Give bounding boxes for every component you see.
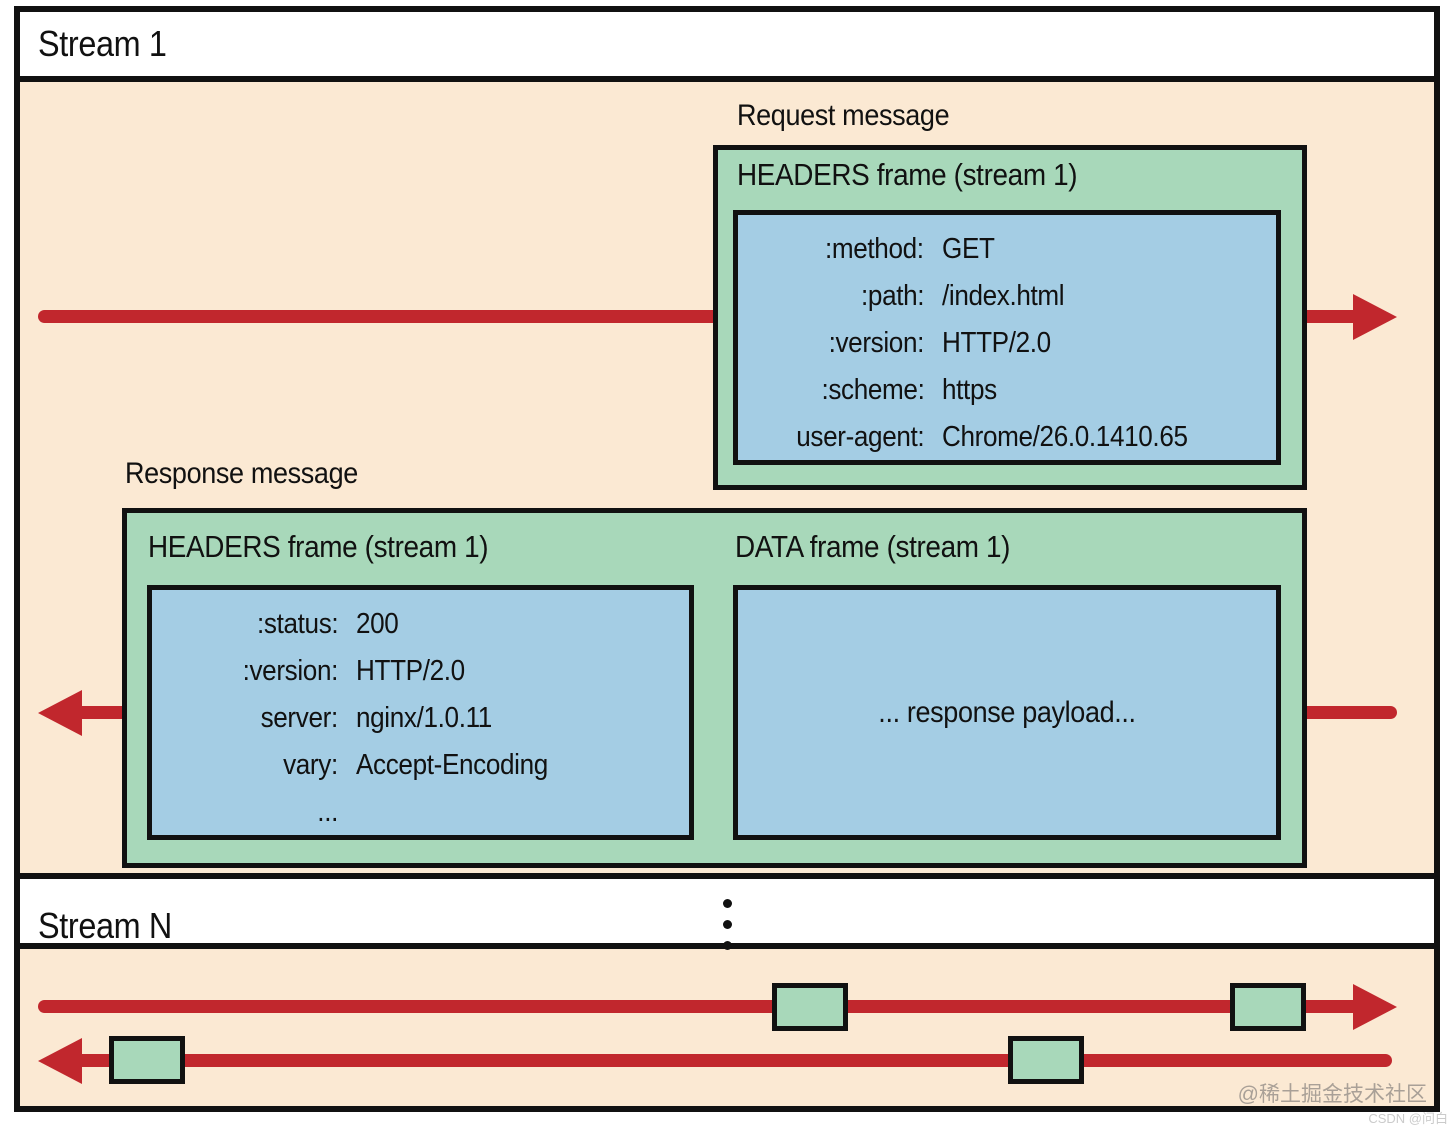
response-payload-text: ... response payload... <box>878 695 1136 729</box>
header-key: user-agent: <box>795 421 924 453</box>
streamn-body-band <box>20 949 1434 1106</box>
response-arrowhead-icon <box>38 690 82 736</box>
streamn-right-arrowhead-icon <box>1353 984 1397 1030</box>
header-key: :version: <box>242 655 339 687</box>
ellipsis-dot <box>723 920 732 929</box>
header-key: :path: <box>860 280 925 312</box>
header-row: server: nginx/1.0.11 <box>152 695 689 742</box>
header-row: vary: Accept-Encoding <box>152 742 689 789</box>
header-value: Accept-Encoding <box>356 749 548 781</box>
header-value: HTTP/2.0 <box>356 655 465 687</box>
header-value: Chrome/26.0.1410.65 <box>942 421 1188 453</box>
request-headers-frame-title: HEADERS frame (stream 1) <box>737 156 1115 194</box>
header-value: GET <box>942 233 995 265</box>
header-value: nginx/1.0.11 <box>356 702 492 734</box>
request-headers-frame-title-text: HEADERS frame (stream 1) <box>737 157 1078 192</box>
vertical-ellipsis-icon <box>723 899 732 950</box>
header-key: ... <box>317 796 338 828</box>
header-row: user-agent: Chrome/26.0.1410.65 <box>738 414 1276 461</box>
juejin-watermark: @稀土掘金技术社区 <box>1237 1083 1427 1106</box>
ellipsis-dot <box>723 941 732 950</box>
streamn-left-arrow-shaft <box>80 1054 1392 1067</box>
streamn-right-arrow-shaft <box>38 1000 1360 1013</box>
response-headers-frame-title: HEADERS frame (stream 1) <box>148 528 526 566</box>
header-key: :version: <box>828 327 925 359</box>
streamn-left-arrowhead-icon <box>38 1038 82 1084</box>
header-key: :scheme: <box>820 374 924 406</box>
header-row: :version: HTTP/2.0 <box>152 648 689 695</box>
request-arrowhead-icon <box>1353 294 1397 340</box>
streamn-label-text: Stream N <box>38 905 172 946</box>
header-key: server: <box>260 702 339 734</box>
header-value: HTTP/2.0 <box>942 327 1051 359</box>
header-value: 200 <box>356 608 399 640</box>
response-headers-box: :status: 200 :version: HTTP/2.0 server: … <box>147 585 694 840</box>
response-data-frame-title-text: DATA frame (stream 1) <box>735 529 1011 564</box>
ellipsis-dot <box>723 899 732 908</box>
header-row: :path: /index.html <box>738 273 1276 320</box>
request-headers-box: :method: GET :path: /index.html :version… <box>733 210 1281 465</box>
stream1-header-band <box>20 12 1434 82</box>
response-headers-frame-title-text: HEADERS frame (stream 1) <box>148 529 489 564</box>
header-key: :status: <box>256 608 339 640</box>
header-row: ... <box>152 789 689 836</box>
request-message-text: Request message <box>737 99 950 132</box>
frame-chip <box>1230 983 1306 1031</box>
header-value: /index.html <box>942 280 1065 312</box>
header-value: https <box>942 374 997 406</box>
header-key: vary: <box>283 749 338 781</box>
header-row: :method: GET <box>738 226 1276 273</box>
request-message-label: Request message <box>737 98 973 134</box>
header-row: :scheme: https <box>738 367 1276 414</box>
response-message-text: Response message <box>125 457 358 490</box>
header-key: :method: <box>825 233 924 265</box>
csdn-watermark: CSDN @问白 <box>1368 1111 1448 1126</box>
response-message-label: Response message <box>125 456 384 492</box>
response-data-box: ... response payload... <box>733 585 1281 840</box>
frame-chip <box>109 1036 185 1084</box>
header-row: :version: HTTP/2.0 <box>738 320 1276 367</box>
streamn-label: Stream N <box>38 904 187 948</box>
response-data-frame-title: DATA frame (stream 1) <box>735 528 1041 566</box>
stream1-label-text: Stream 1 <box>38 23 167 64</box>
frame-chip <box>1008 1036 1084 1084</box>
frame-chip <box>772 983 848 1031</box>
stream1-label: Stream 1 <box>38 22 181 66</box>
header-row: :status: 200 <box>152 601 689 648</box>
